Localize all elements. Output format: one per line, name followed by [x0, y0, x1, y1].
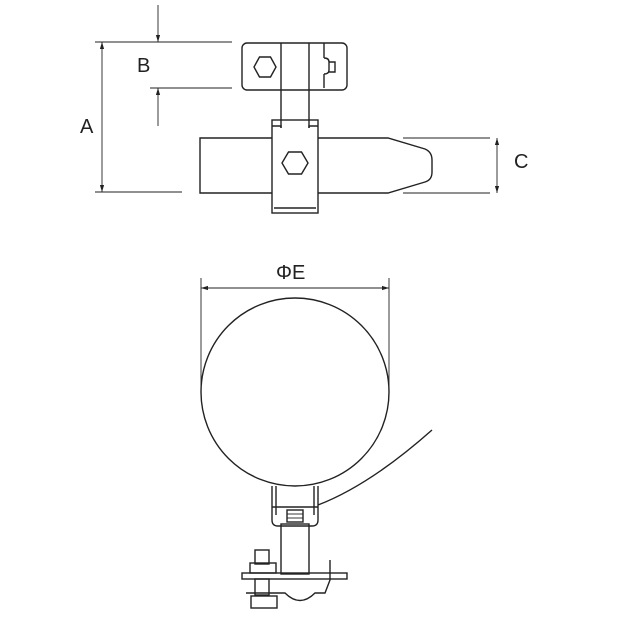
- dimension-c: [403, 137, 500, 194]
- dimension-c-label: C: [514, 151, 528, 173]
- dimension-a: [95, 42, 182, 193]
- dimension-b-label: B: [137, 55, 150, 77]
- hex-nut-icon: [253, 56, 277, 78]
- dimension-b: [95, 5, 232, 126]
- dimension-e: [200, 278, 390, 392]
- clamp-front-view: [200, 297, 433, 609]
- dimension-a-label: A: [80, 116, 94, 138]
- dimension-e-label: ΦE: [276, 262, 305, 284]
- clip-top-view: [241, 42, 348, 128]
- pipe-side-view: [199, 119, 433, 214]
- hex-bolt-icon: [281, 151, 309, 175]
